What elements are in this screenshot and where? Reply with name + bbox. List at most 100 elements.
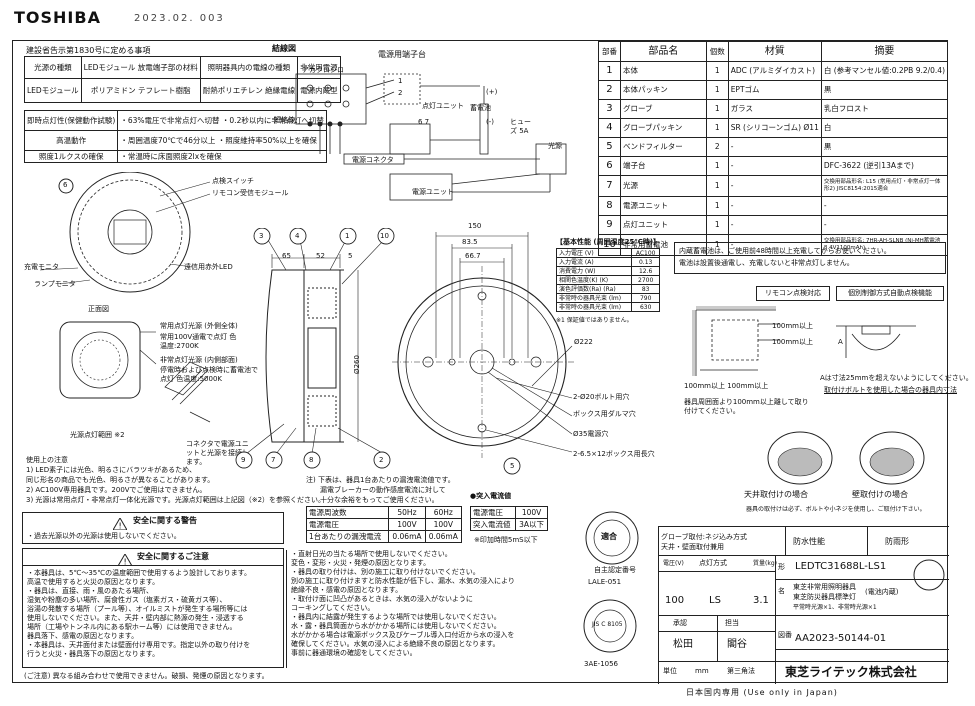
caution-r-2: ・器具の取り付けは、別の施工に取り付けないでください。: [291, 568, 480, 576]
wiring-minus: (-): [486, 118, 494, 126]
part-1-qty: 1: [705, 61, 729, 81]
caution-r-10: 確保してください。水気の浸入による絶縁不良の原因となります。: [291, 640, 500, 648]
rush-k-1: 突入電流値: [469, 518, 517, 531]
part-6-mat: -: [727, 156, 822, 176]
part-10-mat: -: [727, 234, 822, 256]
top-view-drawing: [392, 232, 574, 475]
dim-52: 52: [316, 252, 325, 260]
basic-k-5: 非常時の器具光束 (lm): [555, 293, 633, 303]
caution-r-7: ・器具内に結露が発生するような場所では使用しないでください。: [291, 613, 501, 621]
basic-v-2: 12.6: [631, 266, 660, 276]
spec-h-1: LEDモジュール 放電端子部の材料: [80, 56, 201, 79]
dim-66-7: 66.7: [465, 252, 481, 260]
caution-r-1: 変色・変形・火災・発煙の原因となります。: [291, 559, 431, 567]
footer-note: (ご注意) 異なる組み合わせで使用できません。破損、発煙の原因となります。: [24, 672, 269, 680]
emergency-led-label: 非常点灯光源 (内側部面): [160, 356, 238, 364]
seal-label-1: 自主認定番号: [594, 566, 636, 574]
power-hole-label: Ø35電源穴: [573, 430, 609, 438]
callout-7: 7: [271, 456, 276, 464]
part-9-name: 点灯ユニット: [619, 215, 707, 235]
tb-name2: 東芝防災器具標準灯: [793, 593, 856, 601]
basic-v-4: 83: [631, 284, 660, 294]
tb-glove: グローブ取付:ネジ込み方式: [661, 533, 747, 541]
connector-note: コネクタで電源ユニットと光源を接続します。: [186, 440, 249, 466]
bolt-note: 取付けボルトを使用した場合の器具内寸法: [824, 386, 957, 394]
spec-c-0: LEDモジュール: [24, 78, 82, 103]
caution-r-6: コーキングしてください。: [291, 604, 375, 612]
rush-note: ※印加時間5mS以下: [474, 536, 538, 544]
caution-line-9: 行うと火災・器具落下の原因となります。: [27, 650, 160, 658]
box-long-hole-label: 2-6.5×12ボックス用長穴: [573, 450, 655, 458]
caution-r-4: 絶縁不良・感電の原因となります。: [291, 586, 403, 594]
wiring-t67: 6 7: [418, 118, 430, 126]
part-2-mat: EPTゴム: [727, 80, 822, 100]
wiring-t1: 1: [398, 77, 403, 85]
wiring-power-unit: 電源ユニット: [412, 188, 454, 196]
tb-unit: mm: [695, 667, 709, 675]
part-1-name: 本体: [619, 61, 707, 81]
callout-1: 1: [345, 232, 350, 240]
wiring-light-source: 光源: [548, 142, 562, 150]
clearance-a-note: Aは寸法25mmを超えないようにしてください。: [820, 374, 973, 382]
basic-v-5: 790: [631, 293, 660, 303]
part-5-qty: 2: [705, 137, 729, 157]
rush-k-0: 電源電圧: [469, 506, 517, 519]
rush-title: ●突入電流値: [470, 492, 512, 500]
basic-k-6: 非常時の器具光束 (lm): [555, 302, 633, 312]
callout-9: 9: [241, 456, 246, 464]
leak-r0-0: 電源電圧: [305, 518, 390, 531]
part-1-no: 1: [598, 61, 621, 81]
tb-name3: (電池内蔵): [865, 588, 899, 596]
title-block: グローブ取付:ネジ込み方式 天井・壁面取付兼用 防水性能 防雨形 電圧(V) 点…: [658, 526, 949, 684]
auto-check-badge: 個別制御方式自動点検機能: [836, 286, 944, 301]
caution-triangle-icon: !: [117, 551, 133, 567]
issue-date: 2023.02. 003: [134, 13, 225, 24]
warning-box: ! 安全に関する警告 ・過去光源以外の光源は使用しないでください。: [22, 512, 284, 544]
clearance-note: 器具周囲面より100mm以上離して取り付けてください。: [684, 398, 809, 415]
battery-note-1: 電池は設置後通電し、充電しないと非常点灯しません。: [679, 259, 854, 267]
tb-company: 東芝ライテック株式会社: [785, 665, 917, 679]
callout-5: 5: [510, 462, 515, 470]
part-7-mat: -: [727, 175, 822, 197]
spec-c-1: ポリアミドン テフレート樹脂: [80, 78, 201, 103]
tb-zu: 図番: [778, 631, 792, 639]
leak-note-3: 十分な余裕をもってご使用ください。: [320, 496, 439, 504]
perf-k-2: 照度1ルクスの確保: [23, 150, 119, 163]
part-5-name: ベンドフィルター: [619, 137, 707, 157]
seal-lale: LALE-051: [588, 578, 622, 586]
caution-r-3: 別の施工に取り付けますと防水性能が低下し、漏水、水気の浸入により: [291, 577, 515, 585]
remocon-led-label: 遠信用赤外LED: [184, 263, 233, 271]
basic-v-3: 2700: [631, 275, 660, 285]
spec-c-3: 電源内蔵型: [297, 78, 341, 103]
remocon-label: リモコン受信モジュール: [212, 189, 289, 197]
perf-table: 即時点灯性(保健動作試験)・63%電圧で非常点灯へ切替 ・0.2秒以内に非常点灯…: [23, 110, 327, 163]
leak-r0-2: 100V: [424, 518, 463, 531]
side-view-drawing: [235, 228, 395, 469]
caution-line-7: 器具落下、感電の原因となります。: [27, 632, 139, 640]
basic-k-3: 相関色温度(K) (K): [555, 275, 633, 285]
callout-8: 8: [309, 456, 314, 464]
tb-rain: 防雨形: [885, 537, 909, 546]
part-2-qty: 1: [705, 80, 729, 100]
wall-mount-label: 壁取付けの場合: [852, 490, 908, 499]
caution-r-11: 事前に器通環境の確認をしてください。: [291, 649, 417, 657]
seal-ade: 3AE-1056: [584, 660, 619, 668]
wiring-short: 短絡線: [274, 116, 295, 124]
tb-kata: 形: [778, 563, 785, 571]
basic-table: 入力電圧 (V)AC100 入力電流 (A)0.13 消費電力 (W)12.6 …: [555, 248, 660, 312]
part-7-no: 7: [598, 175, 621, 197]
parts-h-4: 摘要: [820, 41, 949, 62]
part-3-note: 乳白フロスト: [820, 99, 949, 119]
wiring-terminal-label: 電源用端子台: [378, 50, 426, 59]
perf-k-0: 即時点灯性(保健動作試験): [23, 110, 119, 131]
leak-h-0: 電源周波数: [305, 506, 390, 519]
battery-notes-box: 内蔵蓄電池は、ご使用前48時間以上充電してからお使いください。 電池は設置後通電…: [674, 242, 946, 274]
leak-h-2: 60Hz: [424, 506, 463, 519]
usage-title: 使用上の注意: [26, 456, 68, 464]
usage-line-0: 1) LED素子には光色、明るさにバラツキがあるため、: [26, 466, 197, 474]
part-4-qty: 1: [705, 118, 729, 138]
warning-text: ・過去光源以外の光源は使用しないでください。: [27, 532, 181, 540]
dim-5: 5: [348, 252, 353, 260]
caution-line-0: ・本器具は、5℃～35℃の温度範囲で使用するよう設計しております。: [27, 569, 251, 577]
